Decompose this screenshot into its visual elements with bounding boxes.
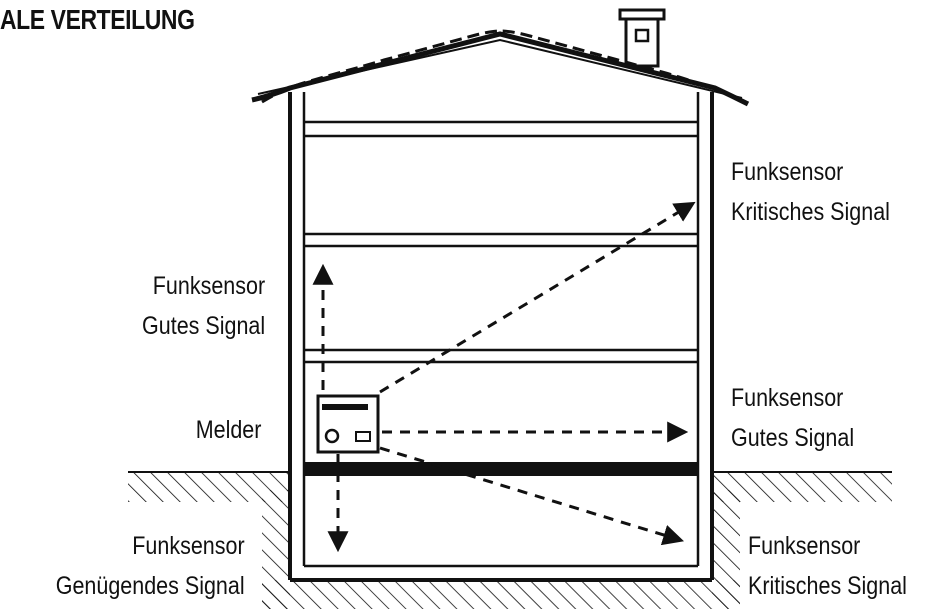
arrow-upper-right xyxy=(379,201,696,394)
melder-device xyxy=(316,394,380,454)
ground-floor-slab xyxy=(304,462,698,476)
label-lower-right: Funksensor Kritisches Signal xyxy=(748,526,907,606)
label-lower-right-line1: Funksensor xyxy=(748,532,861,560)
label-middle-right: Funksensor Gutes Signal xyxy=(731,378,854,458)
house-structure xyxy=(288,92,714,582)
arrow-lower-right xyxy=(379,446,685,546)
roof xyxy=(251,29,750,107)
label-lower-right-line2: Kritisches Signal xyxy=(748,572,907,600)
label-upper-left-line2: Gutes Signal xyxy=(141,312,265,340)
label-upper-right-line2: Kritisches Signal xyxy=(731,198,890,226)
label-middle-right-line1: Funksensor xyxy=(731,384,844,412)
label-middle-right-line2: Gutes Signal xyxy=(731,424,855,452)
diagram-title: ALE VERTEILUNG xyxy=(0,4,195,35)
signal-arrows xyxy=(312,201,696,553)
label-melder-text: Melder xyxy=(195,416,261,444)
label-upper-left: Funksensor Gutes Signal xyxy=(142,266,265,346)
label-lower-left-line1: Funksensor xyxy=(132,532,245,560)
ground-hatching xyxy=(128,471,892,609)
label-upper-right-line1: Funksensor xyxy=(731,158,844,186)
chimney xyxy=(618,8,666,68)
label-upper-right: Funksensor Kritisches Signal xyxy=(731,152,890,232)
label-melder: Melder xyxy=(195,410,261,450)
label-lower-left: Funksensor Genügendes Signal xyxy=(56,526,245,606)
label-upper-left-line1: Funksensor xyxy=(152,272,265,300)
basement-interior xyxy=(290,472,712,580)
label-lower-left-line2: Genügendes Signal xyxy=(56,572,245,600)
